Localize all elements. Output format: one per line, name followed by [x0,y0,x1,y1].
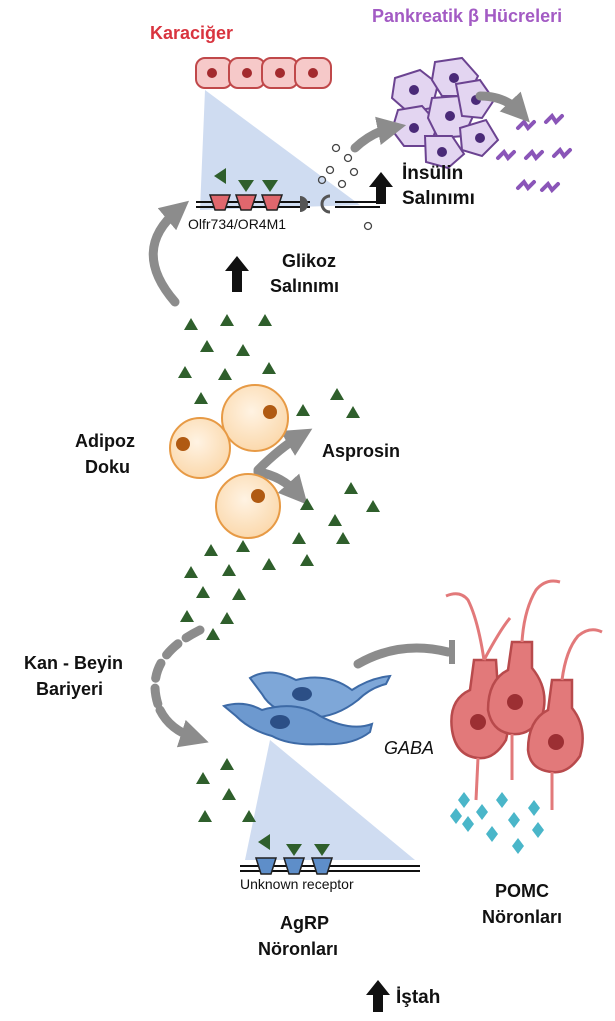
agrp-receptor-label: Unknown receptor [240,876,354,892]
adipose-label-line1: Adipoz [75,430,135,453]
adipose-label-line2: Doku [85,456,130,479]
pomc-diamonds [450,792,544,854]
appetite-label: İştah [396,986,440,1010]
insulin-label-line1: İnsülin [402,162,463,186]
bbb-label-line2: Bariyeri [36,678,103,701]
glucose-label-line1: Glikoz [282,250,336,273]
asprosin-label: Asprosin [322,440,400,463]
liver-label: Karaciğer [150,22,233,45]
agrp-label-line2: Nöronları [258,938,338,961]
agrp-neurons [224,672,390,744]
liver-cells [196,58,331,88]
pomc-label-line2: Nöronları [482,906,562,929]
agrp-label-line1: AgRP [280,912,329,935]
pancreas-label: Pankreatik β Hücreleri [372,5,562,28]
glucose-label-line2: Salınımı [270,275,339,298]
insulin-label-line2: Salınımı [402,187,475,211]
liver-wedge [200,90,360,210]
bbb-label-line1: Kan - Beyin [24,652,123,675]
agrp-triangles [196,758,256,822]
liver-receptor-label: Olfr734/OR4M1 [188,216,286,232]
pomc-label-line1: POMC [495,880,549,903]
insulin-molecules [498,116,570,190]
gaba-label: GABA [384,738,434,759]
